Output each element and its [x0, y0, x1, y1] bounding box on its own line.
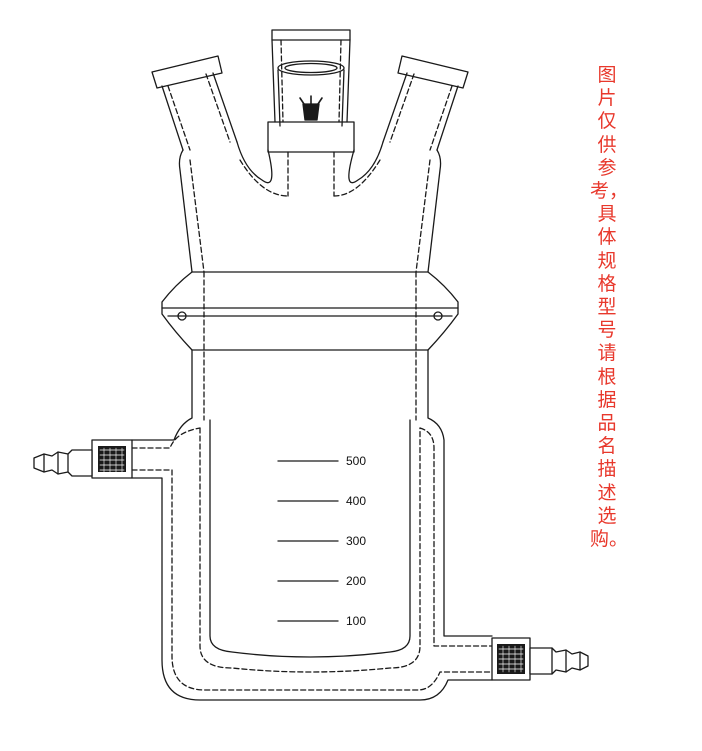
left-side-neck — [151, 55, 238, 151]
graduation-label: 200 — [346, 574, 366, 588]
inner-vessel — [199, 419, 421, 673]
flask-head — [178, 141, 442, 273]
center-neck — [267, 29, 355, 197]
reference-only-notice: 图片仅供参考，具体规格型号请根据品名描述选购。 — [590, 64, 629, 551]
right-side-neck — [382, 55, 469, 151]
graduation-label: 500 — [346, 454, 366, 468]
graduation-label: 400 — [346, 494, 366, 508]
graduation-label: 100 — [346, 614, 366, 628]
flange-joint — [161, 271, 459, 421]
graduation-marks — [277, 460, 339, 622]
center-stopper-icon — [299, 95, 323, 121]
left-hose-connector-icon — [33, 439, 133, 479]
outer-jacket — [131, 349, 493, 701]
graduation-labels: 500 400 300 200 100 — [346, 454, 366, 628]
right-hose-connector-icon — [491, 637, 589, 681]
graduation-label: 300 — [346, 534, 366, 548]
